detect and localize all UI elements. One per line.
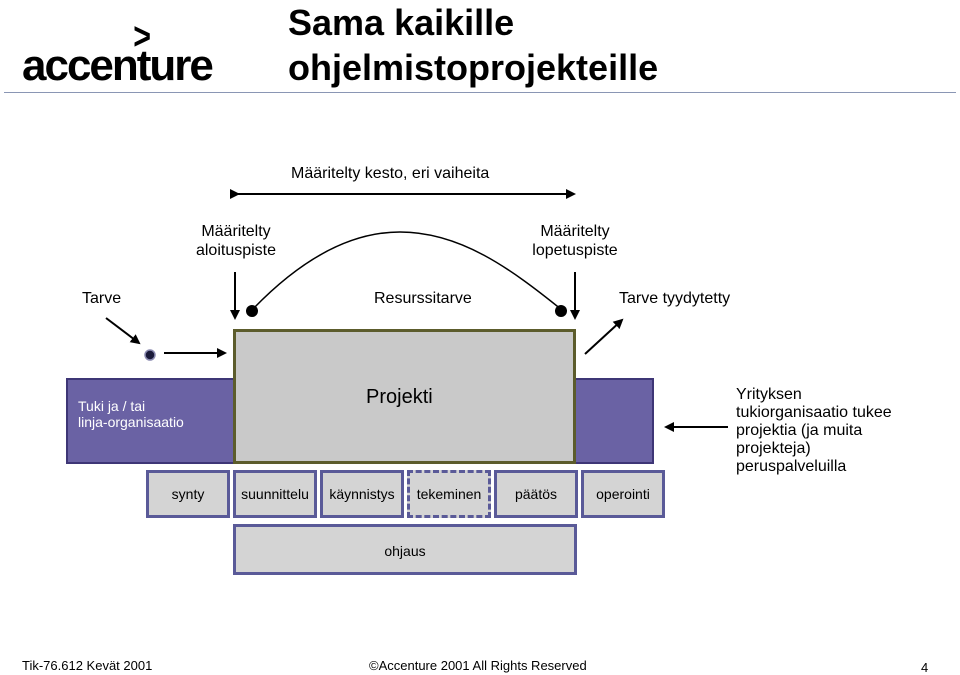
start-point-label: Määritelty aloituspiste — [184, 222, 288, 260]
end-label-line-1: Määritelty — [540, 223, 610, 240]
phase-operointi: operointi — [581, 470, 665, 518]
note-line-3: projektia (ja muita — [736, 422, 863, 439]
note-line-1: Yrityksen — [736, 386, 802, 403]
start-point-dot — [246, 305, 258, 317]
page-number: 4 — [921, 660, 929, 675]
header-divider — [4, 92, 956, 93]
phase-suunnittelu: suunnittelu — [233, 470, 317, 518]
phase-kaynnistys: käynnistys — [320, 470, 404, 518]
support-note: Yrityksen tukiorganisaatio tukee projekt… — [736, 386, 936, 476]
end-label-line-2: lopetuspiste — [532, 242, 618, 259]
control-box: ohjaus — [233, 524, 577, 575]
project-box: Projekti — [233, 329, 576, 464]
need-arrow — [105, 317, 141, 345]
resource-need-label: Resurssitarve — [374, 290, 472, 307]
accenture-logo-mark: > — [133, 16, 151, 58]
need-label: Tarve — [82, 290, 122, 307]
start-label-line-1: Määritelty — [201, 223, 271, 240]
note-line-5: peruspalveluilla — [736, 458, 847, 475]
resource-curve — [251, 231, 563, 311]
slide-title: Sama kaikille ohjelmistoprojekteille — [288, 0, 658, 90]
footer-copyright: ©Accenture 2001 All Rights Reserved — [369, 658, 587, 673]
end-point-dot — [555, 305, 567, 317]
note-line-4: projekteja) — [736, 440, 811, 457]
need-met-arrow — [584, 318, 624, 355]
title-line-1: Sama kaikille — [288, 2, 515, 43]
phase-paatos: päätös — [494, 470, 578, 518]
note-line-2: tukiorganisaatio tukee — [736, 404, 892, 421]
start-label-line-2: aloituspiste — [195, 242, 277, 259]
footer-course: Tik-76.612 Kevät 2001 — [22, 658, 153, 673]
accenture-logo: accenture — [22, 41, 214, 90]
phase-tekeminen: tekeminen — [407, 470, 491, 518]
title-line-2: ohjelmistoprojekteille — [288, 47, 659, 88]
support-organisation-label: Tuki ja / tai linja-organisaatio — [78, 398, 184, 430]
project-label: Projekti — [366, 386, 433, 408]
origin-dot — [144, 349, 156, 361]
support-label-line-1: Tuki ja / tai — [78, 398, 146, 414]
phase-synty: synty — [146, 470, 230, 518]
duration-label: Määritelty kesto, eri vaiheita — [291, 165, 490, 182]
end-point-label: Määritelty lopetuspiste — [520, 222, 630, 260]
need-met-label: Tarve tyydytetty — [619, 290, 731, 307]
support-label-line-2: linja-organisaatio — [78, 414, 184, 430]
